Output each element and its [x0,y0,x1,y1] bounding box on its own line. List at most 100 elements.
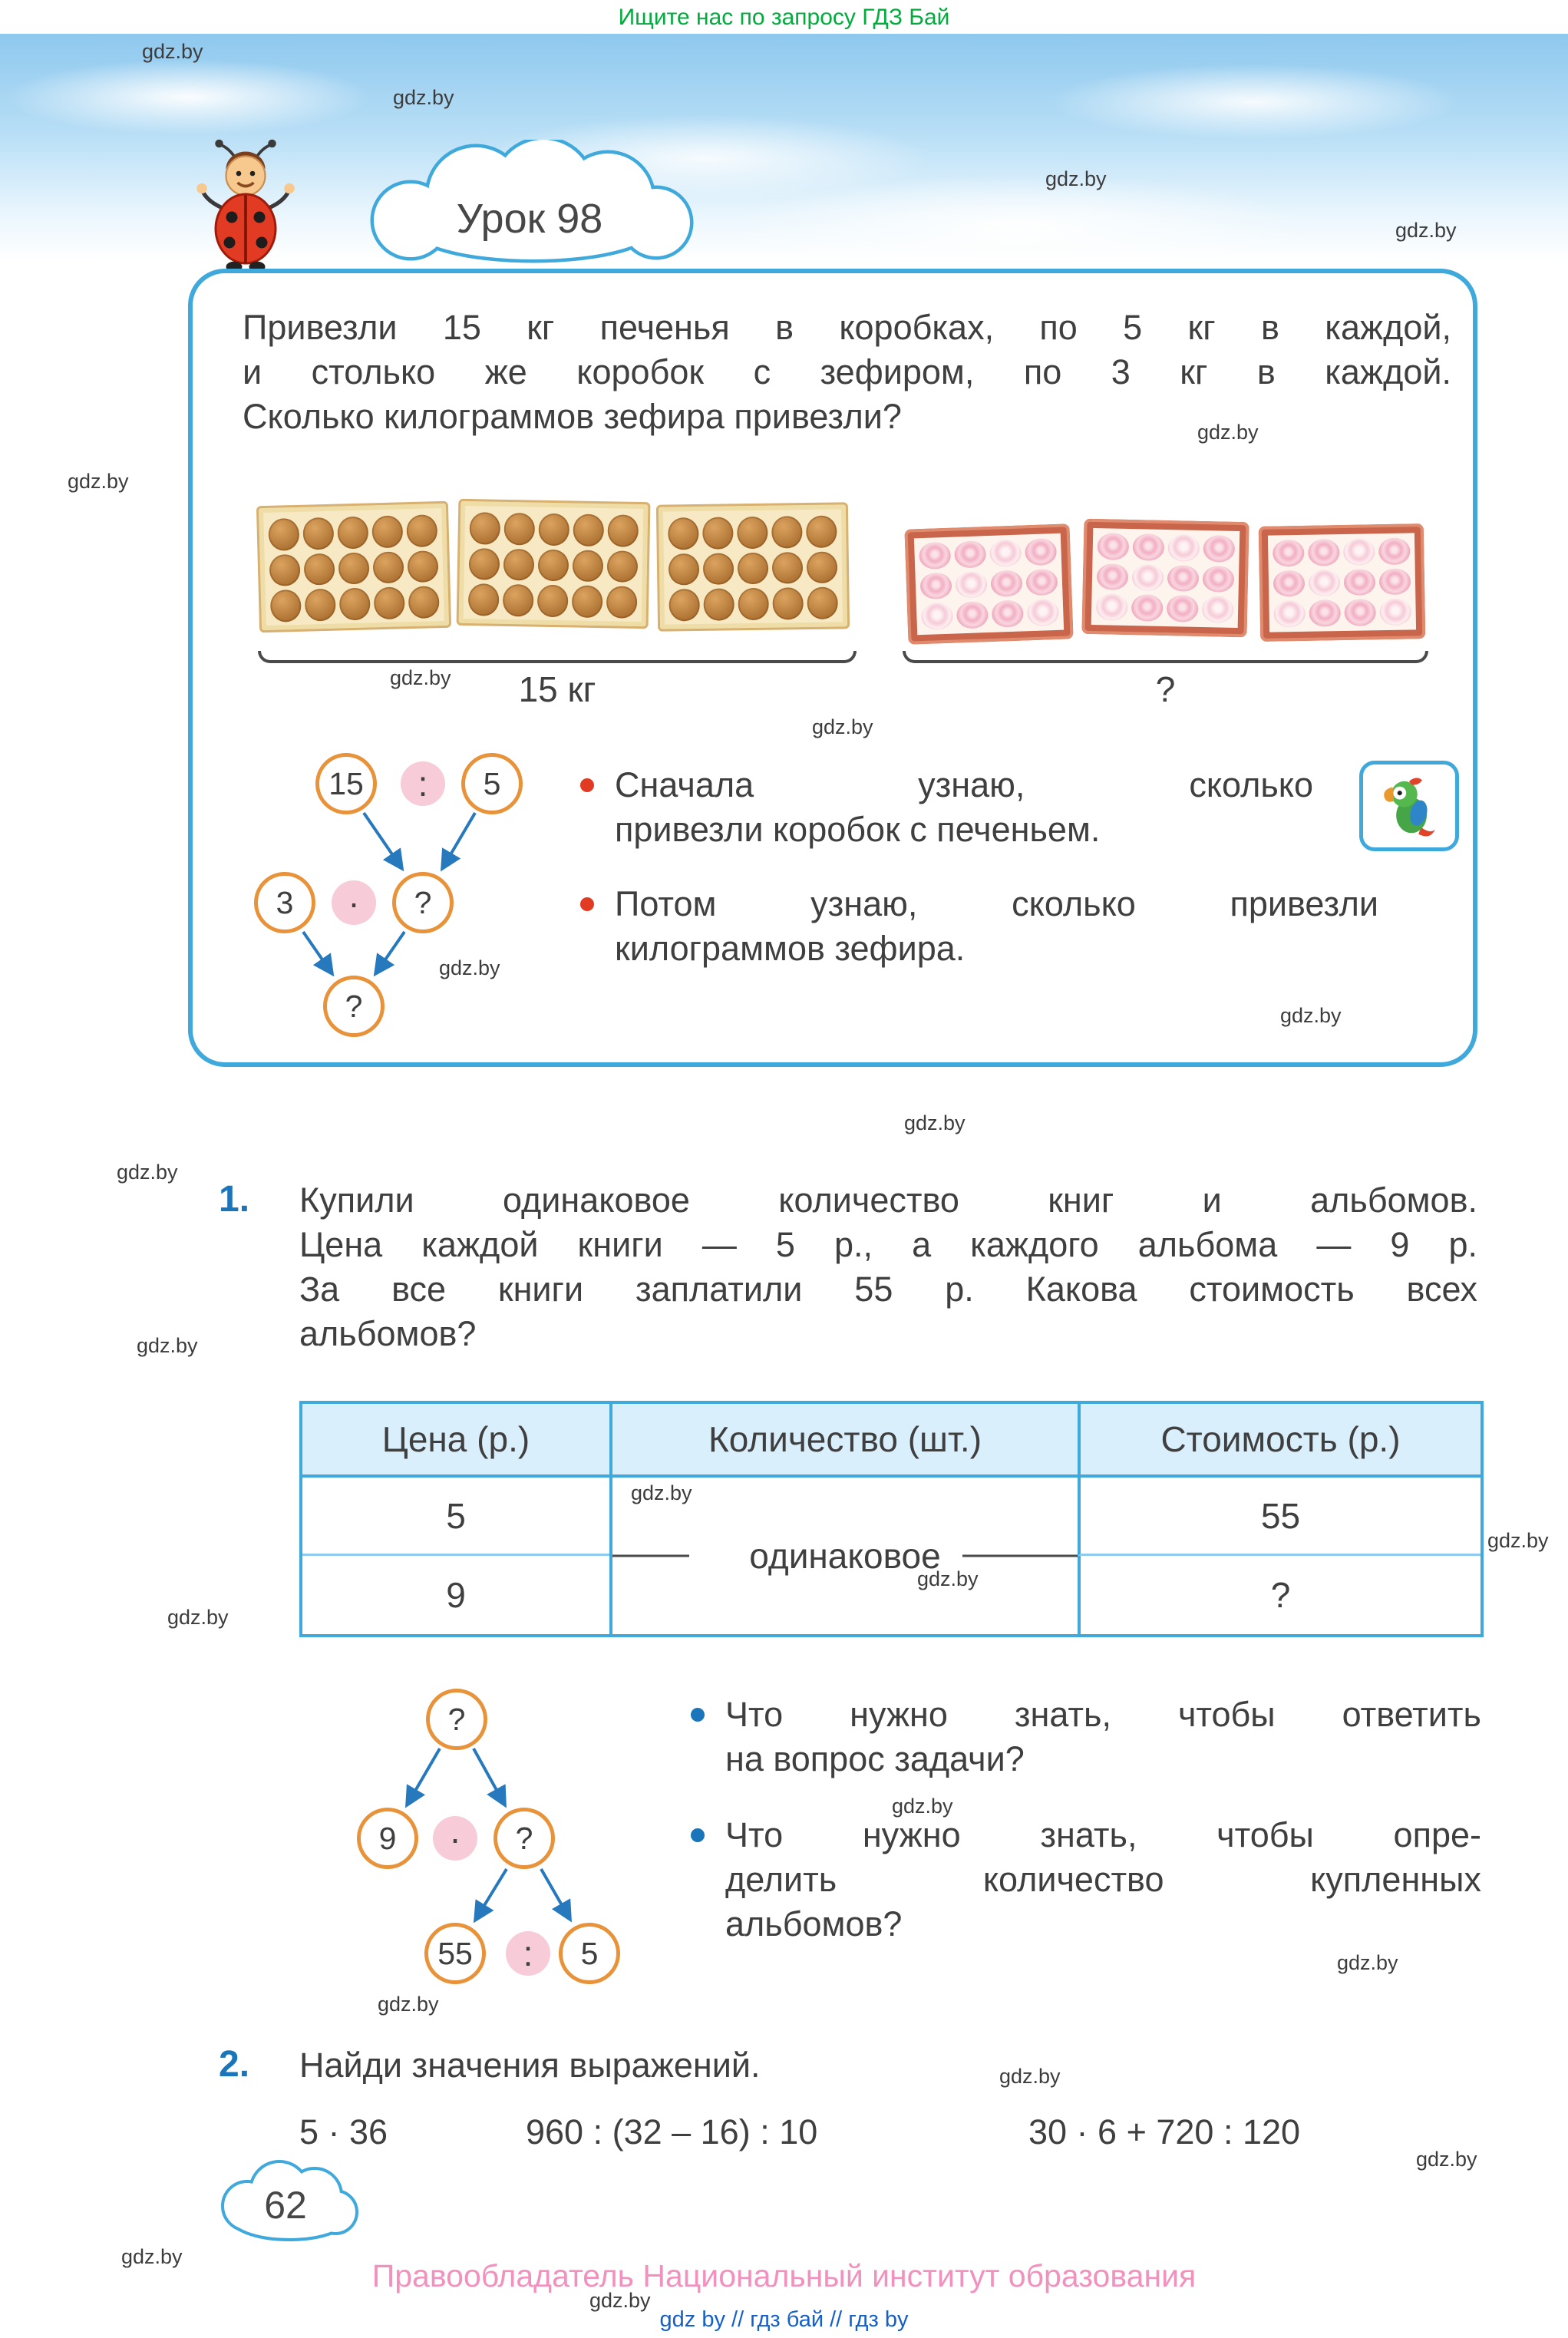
problem1-table: Цена (р.) Количество (шт.) Стоимость (р.… [299,1401,1484,1637]
watermark: gdz.by [378,1993,439,2016]
page-number: 62 [264,2184,307,2227]
watermark: gdz.by [904,1111,966,1134]
intro-bullet-1: Сначала узнаю, сколько привезли коробок … [615,763,1313,852]
table-cell-cost-2: ? [1078,1556,1481,1634]
table-cell-price-1: 5 [302,1478,609,1556]
watermark: gdz.by [167,1606,229,1629]
bullet-line: Что нужно знать, чтобы ответить [725,1695,1481,1734]
bullet-line: альбомов? [725,1904,903,1943]
expression-1: 5 · 36 [299,2112,388,2151]
bullet-line: привезли коробок с печеньем. [615,810,1101,849]
watermark: gdz.by [589,2289,651,2312]
diagram-node: ? [494,1808,555,1869]
table-cell-price-2: 9 [446,1575,466,1615]
watermark: gdz.by [1395,219,1457,242]
bullet-line: Сначала узнаю, сколько [615,765,1313,804]
problem1-bullet-1: Что нужно знать, чтобы ответить на вопро… [725,1692,1481,1782]
diagram-op: : [401,761,445,806]
lesson-title: Урок 98 [456,196,603,242]
bullet-dot [691,1828,705,1842]
diagram-node: ? [426,1689,487,1750]
diagram-node: 5 [461,753,523,814]
cookie-box [256,500,452,633]
table-cell-cost-1: 55 [1078,1478,1481,1556]
diagram-arrows [404,1747,572,1924]
watermark: gdz.by [439,956,500,979]
parrot-helper-box [1359,761,1459,851]
expression-2: 960 : (32 – 16) : 10 [526,2112,818,2151]
problem1-text: Купили одинаковое количество книг и альб… [299,1178,1477,1356]
lesson-title-cloud: Урок 98 [345,136,714,274]
top-banner: Ищите нас по запросу ГДЗ Бай [618,5,950,30]
watermark: gdz.by [1487,1529,1549,1552]
bullet-dot [580,778,594,792]
table-header-quantity: Количество (шт.) [609,1404,1078,1478]
watermark: gdz.by [892,1795,953,1818]
ladybug-icon [190,137,305,286]
table-header-cost: Стоимость (р.) [1078,1404,1481,1478]
watermark: gdz.by [631,1481,692,1504]
intro-problem-text: Привезли 15 кг печенья в коробках, по 5 … [243,305,1451,439]
cookie-box [456,498,651,629]
watermark: gdz.by [137,1334,198,1357]
bullet-line: Потом узнаю, сколько привезли [615,884,1378,923]
intro-bullet-2: Потом узнаю, сколько привезли килограммо… [615,882,1378,971]
table-cell-quantity-merged: одинаковое [609,1478,1078,1634]
bullet-dot [691,1708,705,1722]
intro-line-1: Привезли 15 кг печенья в коробках, по 5 … [243,308,1451,347]
cookie-caption: 15 кг [518,669,596,709]
diagram-op: · [332,880,376,925]
diagram-node: ? [323,976,385,1037]
watermark: gdz.by [999,2065,1061,2088]
intro-diagram: 15 : 5 3 · ? ? [235,738,542,1045]
diagram-node: 9 [357,1808,418,1869]
cookie-box [655,502,850,632]
problem1-line: Цена каждой книги — 5 р., а каждого альб… [299,1225,1477,1264]
parrot-icon [1384,778,1435,837]
watermark: gdz.by [117,1161,178,1184]
bullet-line: килограммов зефира. [615,929,966,968]
diagram-node: 3 [254,872,315,933]
diagram-op: : [506,1931,550,1976]
zefir-brace [903,651,1428,663]
problem1-bullet-2: Что нужно знать, чтобы опре- делить коли… [725,1813,1481,1947]
watermark: gdz.by [1337,1951,1398,1974]
diagram-op: · [433,1816,477,1861]
zefir-caption: ? [1155,669,1176,709]
table-header-price: Цена (р.) [302,1404,609,1478]
watermark: gdz.by [1416,2148,1477,2171]
problem2-title: Найди значения выражений. [299,2046,761,2085]
zefir-box [1081,518,1249,638]
cookie-brace [258,651,857,663]
copyright-footer: Правообладатель Национальный институт об… [371,2258,1197,2293]
watermark: gdz.by [1197,421,1259,444]
bullet-line: делить количество купленных [725,1860,1481,1899]
watermark: gdz.by [68,470,129,493]
watermark: gdz.by [917,1567,979,1590]
zefir-box [1258,523,1426,642]
page-number-cloud: 62 [209,2158,362,2249]
diagram-node: ? [392,872,454,933]
watermark: gdz.by [812,715,873,738]
bullet-line: Что нужно знать, чтобы опре- [725,1815,1481,1854]
zefir-box [904,523,1074,645]
watermark: gdz.by [393,86,454,109]
diagram-node: 5 [559,1923,620,1984]
problem1-line: альбомов? [299,1314,477,1353]
bullet-line: на вопрос задачи? [725,1739,1025,1778]
watermark: gdz.by [390,666,451,689]
watermark: gdz.by [121,2245,183,2268]
diagram-node: 55 [424,1923,486,1984]
problem1-line: За все книги заплатили 55 р. Какова стои… [299,1270,1477,1309]
problem1-number: 1. [219,1179,250,1220]
bottom-links[interactable]: gdz by // гдз бай // гдз by [659,2307,909,2332]
intro-line-2: и столько же коробок с зефиром, по 3 кг … [243,352,1451,391]
expression-3: 30 · 6 + 720 : 120 [1028,2112,1301,2151]
diagram-node: 15 [315,753,377,814]
watermark: gdz.by [142,40,203,63]
problem2-number: 2. [219,2044,250,2085]
problem1-line: Купили одинаковое количество книг и альб… [299,1181,1477,1220]
watermark: gdz.by [1280,1004,1342,1027]
problem1-diagram: ? 9 · ? 55 : 5 [330,1677,652,2000]
